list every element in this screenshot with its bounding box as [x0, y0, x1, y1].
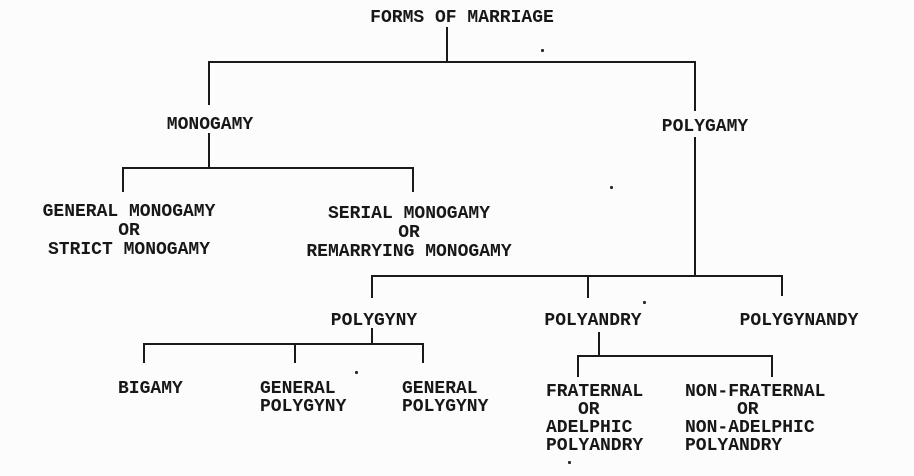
connector-monogamy-stem: [208, 133, 210, 169]
connector-drop-non-fraternal: [771, 355, 773, 377]
connector-root-rail: [208, 61, 696, 63]
node-monogamy: MONOGAMY: [166, 115, 254, 135]
non-fraternal-polyandry-line: NON-FRATERNAL: [685, 382, 826, 402]
non-fraternal-polyandry-line: NON-ADELPHIC: [685, 418, 815, 438]
connector-drop-strict-monogamy: [122, 167, 124, 192]
fraternal-polyandry-line: FRATERNAL: [546, 382, 644, 402]
serial-monogamy-line: REMARRYING MONOGAMY: [306, 242, 512, 262]
ink-speck: [610, 186, 613, 189]
node-general-polygyny-2: GENERAL POLYGYNY: [402, 380, 488, 416]
connector-polygyny-rail: [143, 343, 424, 345]
general-polygyny-2-line: GENERAL: [402, 379, 478, 399]
fraternal-polyandry-line: OR: [578, 400, 600, 420]
connector-drop-polygyny: [371, 275, 373, 298]
connector-drop-serial-monogamy: [412, 167, 414, 192]
strict-monogamy-line: STRICT MONOGAMY: [47, 240, 211, 260]
node-polyandry: POLYANDRY: [544, 311, 642, 331]
connector-drop-polyandry: [587, 275, 589, 298]
node-non-fraternal-polyandry: NON-FRATERNAL OR NON-ADELPHIC POLYANDRY: [685, 383, 825, 455]
connector-drop-general-polygyny-2: [422, 343, 424, 363]
connector-polygamy-stem: [694, 137, 696, 277]
connector-root-stem: [446, 27, 448, 62]
connector-drop-polygamy: [694, 61, 696, 111]
connector-polyandry-stem: [598, 332, 600, 357]
node-general-polygyny-1: GENERAL POLYGYNY: [260, 380, 346, 416]
fraternal-polyandry-line: ADELPHIC: [546, 418, 633, 438]
general-polygyny-1-line: POLYGYNY: [260, 397, 347, 417]
ink-speck: [643, 301, 646, 304]
connector-monogamy-rail: [122, 167, 414, 169]
fraternal-polyandry-line: POLYANDRY: [546, 436, 644, 456]
node-bigamy: BIGAMY: [118, 379, 183, 399]
connector-drop-monogamy: [208, 61, 210, 105]
connector-drop-polygynandy: [781, 275, 783, 296]
ink-speck: [568, 461, 571, 464]
general-polygyny-2-line: POLYGYNY: [402, 397, 489, 417]
connector-drop-general-polygyny-1: [294, 343, 296, 363]
non-fraternal-polyandry-line: POLYANDRY: [685, 436, 783, 456]
node-polygynandy: POLYGYNANDY: [739, 311, 859, 331]
node-serial-monogamy: SERIAL MONOGAMY OR REMARRYING MONOGAMY: [306, 205, 511, 262]
strict-monogamy-line: OR: [118, 221, 140, 241]
node-polygamy: POLYGAMY: [661, 117, 749, 137]
connector-polygyny-stem: [371, 328, 373, 345]
ink-speck: [355, 371, 358, 374]
connector-polygamy-rail: [371, 275, 783, 277]
node-forms-of-marriage: FORMS OF MARRIAGE: [370, 8, 554, 28]
serial-monogamy-line: SERIAL MONOGAMY: [327, 204, 491, 224]
node-polygyny: POLYGYNY: [330, 311, 418, 331]
general-polygyny-1-line: GENERAL: [260, 379, 336, 399]
node-fraternal-polyandry: FRATERNAL OR ADELPHIC POLYANDRY: [546, 383, 643, 455]
serial-monogamy-line: OR: [398, 223, 420, 243]
node-strict-monogamy: GENERAL MONOGAMY OR STRICT MONOGAMY: [43, 203, 216, 260]
connector-drop-bigamy: [143, 343, 145, 363]
strict-monogamy-line: GENERAL MONOGAMY: [42, 202, 216, 222]
connector-drop-fraternal: [577, 355, 579, 377]
ink-speck: [541, 49, 544, 52]
connector-polyandry-rail: [577, 355, 773, 357]
non-fraternal-polyandry-line: OR: [737, 400, 759, 420]
